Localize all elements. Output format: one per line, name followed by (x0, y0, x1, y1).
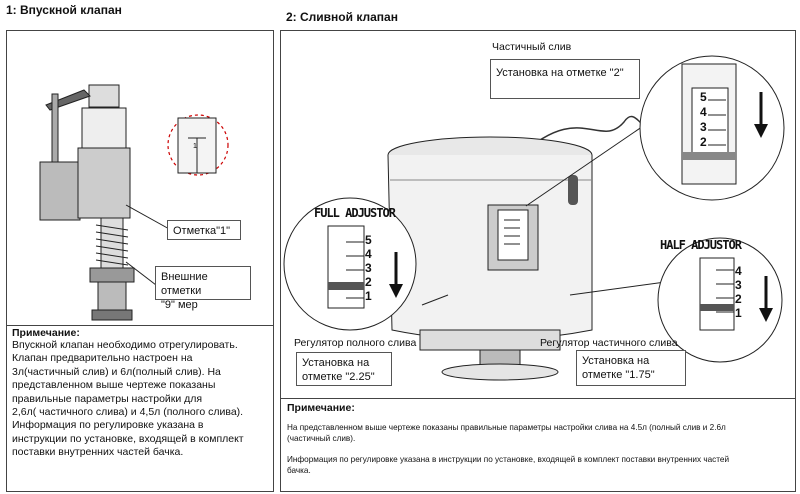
right-note-para1: На представленном выше чертеже показаны … (287, 422, 792, 444)
window-ticks (504, 219, 520, 245)
partial-regulator-label: Регулятор частичного слива (540, 337, 678, 349)
partial-detail-ticks (708, 99, 726, 146)
leader-outer (125, 261, 157, 286)
half-scale-1: 1 (735, 306, 742, 320)
right-note-para1-line1: На представленном выше чертеже показаны … (287, 423, 726, 432)
full-regulator-label: Регулятор полного слива (294, 337, 417, 349)
drain-valve-panel (280, 30, 796, 492)
right-note-para2: Информация по регулировке указана в инст… (287, 454, 792, 476)
valve-spring (95, 224, 129, 266)
half-detail-ticks (716, 269, 734, 313)
right-heading: 2: Сливной клапан (286, 10, 398, 24)
partial-setting-callout: Установка на отметке "2" (490, 59, 640, 99)
left-note-line: представленном выше чертеже показаны (12, 379, 216, 392)
partial-scale-numbers: 5 4 3 2 (700, 90, 720, 150)
right-note-para2-line2: бачка. (287, 466, 311, 475)
left-note-line: поставки внутренних частей бачка. (12, 446, 184, 459)
callout-outer-marks: Внешние отметки "9" мер (155, 266, 251, 311)
full-scale-2: 2 (365, 275, 372, 289)
left-note-line: Впускной клапан необходимо отрегулироват… (12, 339, 238, 351)
left-note-line: инструкции по установке, входящей в комп… (12, 432, 244, 445)
float-cup (39, 161, 81, 221)
inlet-valve-panel (6, 30, 274, 492)
full-detail-scale (327, 225, 365, 309)
half-setting-line1: Установка на (582, 355, 650, 367)
full-scale-4: 4 (365, 247, 372, 261)
partial-scale-5: 5 (700, 90, 707, 104)
cylinder-foot (419, 329, 561, 351)
half-scale-3: 3 (735, 278, 742, 292)
partial-setting-text: Установка на отметке "2" (496, 67, 624, 79)
partial-scale-3: 3 (700, 120, 707, 134)
leader-partial (525, 119, 653, 207)
valve-rod (51, 93, 59, 165)
valve-nut (89, 267, 135, 283)
half-detail-scale (699, 257, 735, 331)
partial-scale-2: 2 (700, 135, 707, 149)
partial-arrow-head (754, 124, 768, 138)
right-note-para2-line1: Информация по регулировке указана в инст… (287, 455, 730, 464)
callout-mark-text: Отметка"1" (173, 225, 231, 237)
half-scale-numbers: 4 3 2 1 (735, 264, 749, 320)
partial-scale-4: 4 (700, 105, 707, 119)
callout-outer-line1: Внешние отметки (161, 271, 208, 297)
leader-mark (125, 204, 172, 231)
half-scale-4: 4 (735, 264, 742, 278)
detail-circle (167, 114, 229, 176)
left-note-line: Информация по регулировке указана в (12, 419, 204, 432)
left-note-line: правильные параметры настройки для (12, 392, 203, 405)
half-adjustor-label: HALF ADJUSTOR (660, 238, 742, 252)
full-setting-line2: отметке "2.25" (302, 371, 375, 383)
partial-detail-slider (682, 152, 736, 160)
detail-mark: 1 (193, 143, 197, 150)
left-note-line: Клапан предварительно настроен на (12, 352, 193, 365)
left-note-line: 3л(частичный слив) и 6л(полный слив). На (12, 365, 221, 378)
leader-full (421, 294, 449, 306)
left-divider (6, 325, 274, 326)
left-note-line: 2,6л( частичного слива) и 4,5л (полного … (12, 406, 244, 419)
full-adjustor-label: FULL ADJUSTOR (314, 206, 396, 220)
right-note: Примечание: На представленном выше черте… (287, 402, 792, 476)
drain-valve-drawing (283, 55, 785, 381)
full-arrow-head (389, 284, 403, 298)
half-setting-callout: Установка на отметке "1.75" (576, 350, 686, 386)
full-detail-slider (328, 282, 364, 290)
right-note-para1-line2: (частичный слив). (287, 434, 356, 443)
base-plate (441, 363, 559, 381)
left-note: Примечание: Впускной клапан необходимо о… (12, 327, 272, 460)
full-scale-3: 3 (365, 261, 372, 275)
left-note-body: Впускной клапан необходимо отрегулироват… (12, 339, 272, 460)
valve-cap (88, 84, 120, 108)
cylinder-clip (568, 175, 578, 205)
half-setting-line2: отметке "1.75" (582, 369, 655, 381)
left-heading: 1: Впускной клапан (6, 3, 122, 17)
right-divider (280, 398, 796, 399)
window-scale (497, 209, 529, 261)
half-arrow-head (759, 308, 773, 322)
valve-head (81, 107, 127, 149)
full-setting-callout: Установка на отметке "2.25" (296, 352, 392, 386)
inlet-valve-drawing: 1 (39, 84, 229, 321)
full-setting-line1: Установка на (302, 357, 370, 369)
full-scale-numbers: 5 4 3 2 1 (365, 233, 379, 303)
valve-thread (97, 281, 127, 311)
valve-base (91, 309, 133, 321)
callout-outer-line2: "9" мер (161, 299, 198, 311)
half-scale-2: 2 (735, 292, 742, 306)
left-note-title: Примечание: (12, 327, 80, 339)
right-note-title: Примечание: (287, 402, 355, 414)
full-scale-1: 1 (365, 289, 372, 303)
full-scale-5: 5 (365, 233, 372, 247)
valve-upper-body (77, 147, 131, 219)
half-detail-slider (700, 304, 734, 311)
callout-mark: Отметка"1" (167, 220, 241, 240)
partial-flush-label: Частичный слив (492, 41, 572, 53)
